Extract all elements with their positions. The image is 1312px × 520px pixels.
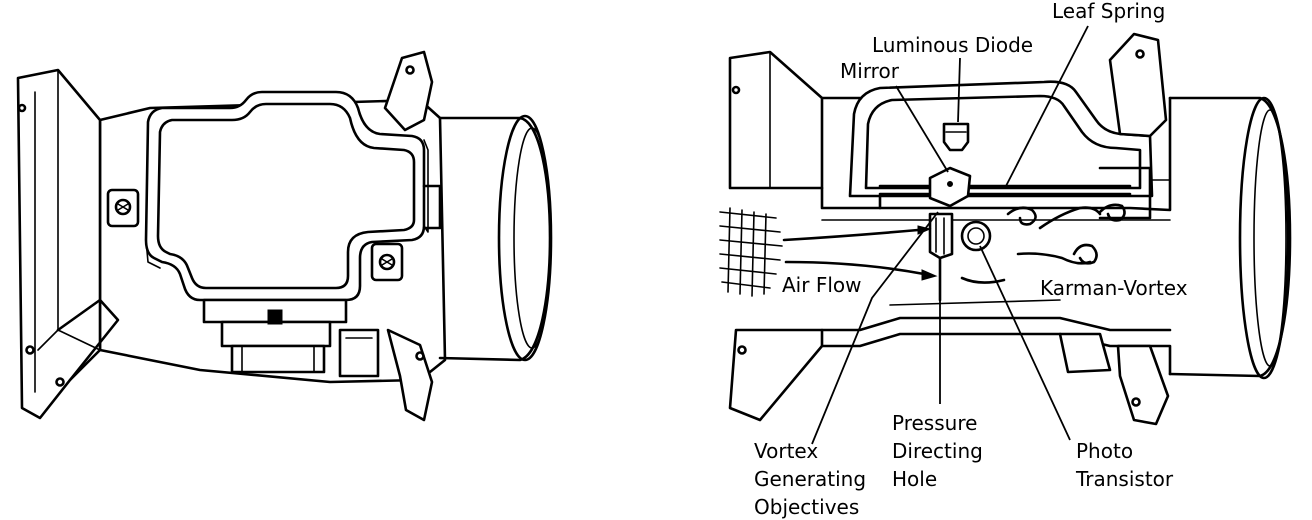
meter-exterior-view	[16, 50, 553, 422]
label-vortex-line-3: Objectives	[754, 495, 859, 519]
label-leaf-spring: Leaf Spring	[1052, 0, 1165, 23]
label-pressure-directing-hole: Pressure Directing Hole	[892, 411, 989, 491]
luminous-diode-icon	[942, 122, 970, 152]
label-photo-line-2: Transistor	[1075, 467, 1174, 491]
karman-vortex-swirls	[960, 203, 1126, 284]
label-vortex-line-2: Generating	[754, 467, 866, 491]
screw-icon-left	[106, 188, 140, 228]
honeycomb-straightener	[719, 207, 783, 297]
air-flow-arrows	[782, 225, 938, 281]
leaf-spring-and-mirror	[878, 166, 1132, 208]
label-vortex-line-1: Vortex	[754, 439, 818, 463]
meter-cutaway-view	[719, 32, 1292, 426]
label-pressure-line-2: Directing	[892, 439, 983, 463]
label-air-flow: Air Flow	[782, 273, 861, 297]
screw-icon-right	[370, 242, 404, 282]
leader-lines	[811, 25, 1089, 445]
photo-transistor-icon	[960, 220, 992, 252]
label-photo-line-1: Photo	[1076, 439, 1133, 463]
label-vortex-generating-objectives: Vortex Generating Objectives	[754, 439, 872, 519]
electrical-connector	[202, 298, 380, 378]
vortex-generator-strut	[928, 212, 954, 260]
label-mirror: Mirror	[840, 59, 900, 83]
label-luminous-diode: Luminous Diode	[872, 33, 1033, 57]
label-karman-vortex: Karman-Vortex	[1040, 276, 1188, 300]
label-photo-transistor: Photo Transistor	[1075, 439, 1174, 491]
labels: Leaf Spring Luminous Diode Mirror Air Fl…	[754, 0, 1188, 519]
label-pressure-line-3: Hole	[892, 467, 937, 491]
label-pressure-line-1: Pressure	[892, 411, 977, 435]
